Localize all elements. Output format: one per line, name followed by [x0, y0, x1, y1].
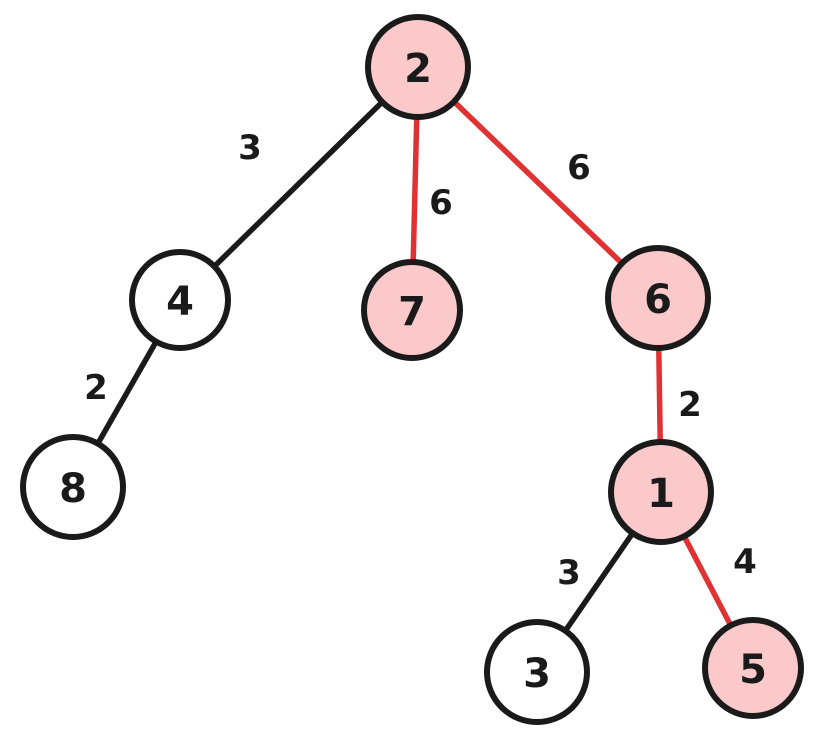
- edge-weight-label: 2: [84, 368, 108, 408]
- graph-edge: [655, 343, 664, 447]
- node-circle[interactable]: [361, 259, 463, 361]
- graph-edge: [210, 97, 387, 271]
- node-label: 3: [523, 651, 551, 697]
- node-label: 7: [398, 289, 426, 335]
- graph-edge: [94, 337, 160, 449]
- graph-node[interactable]: 1: [608, 439, 714, 545]
- graph-node[interactable]: 7: [361, 259, 463, 361]
- edge-layer: [94, 97, 735, 636]
- weight-layer: 3 6 6 2 2 3 4: [84, 128, 757, 593]
- node-label: 5: [739, 647, 767, 693]
- node-circle[interactable]: [605, 245, 711, 351]
- graph-edge: [449, 97, 627, 268]
- node-label: 8: [59, 466, 87, 512]
- edge-weight-label: 2: [678, 385, 702, 425]
- node-circle[interactable]: [20, 434, 126, 540]
- graph-edge: [410, 112, 420, 267]
- graph-edge: [680, 531, 735, 630]
- graph-node[interactable]: 2: [365, 14, 471, 120]
- node-label: 1: [647, 471, 675, 517]
- graph-node[interactable]: 6: [605, 245, 711, 351]
- graph-node[interactable]: 5: [702, 617, 804, 719]
- node-circle[interactable]: [365, 14, 471, 120]
- graph-node[interactable]: 3: [484, 619, 590, 725]
- node-layer: 2 4 7 6 8 1 3 5: [20, 14, 804, 725]
- graph-node[interactable]: 4: [129, 249, 231, 351]
- edge-weight-label: 6: [429, 183, 453, 223]
- node-circle[interactable]: [484, 619, 590, 725]
- edge-weight-label: 6: [567, 148, 591, 188]
- edge-weight-label: 4: [733, 542, 757, 582]
- node-label: 6: [644, 277, 672, 323]
- node-circle[interactable]: [129, 249, 231, 351]
- edge-weight-label: 3: [557, 553, 581, 593]
- graph-node[interactable]: 8: [20, 434, 126, 540]
- node-label: 2: [404, 46, 432, 92]
- edge-weight-label: 3: [238, 128, 262, 168]
- node-circle[interactable]: [608, 439, 714, 545]
- graph-edge: [561, 528, 637, 636]
- node-label: 4: [166, 279, 194, 325]
- node-circle[interactable]: [702, 617, 804, 719]
